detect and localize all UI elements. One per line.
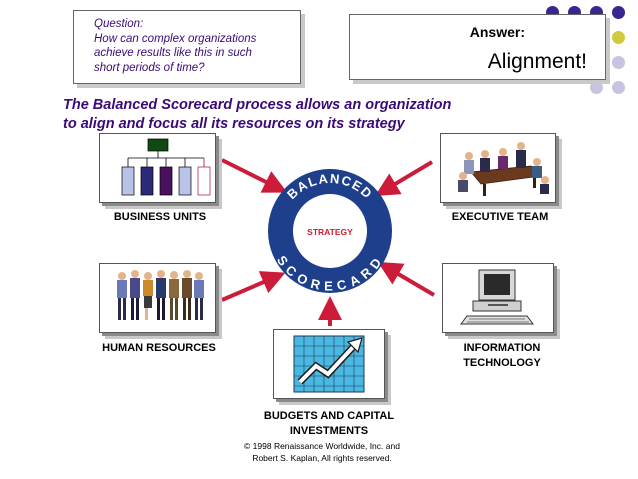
arrow-business-units <box>221 158 288 193</box>
budgets-card <box>273 329 385 399</box>
dot <box>612 6 625 19</box>
question-line: How can complex organizations <box>94 32 257 45</box>
dot <box>612 81 625 94</box>
arrow-human-resources <box>221 271 286 302</box>
arrow-executive-team <box>374 160 434 197</box>
information-technology-caption: INFORMATION TECHNOLOGY <box>432 341 572 371</box>
dot <box>590 81 603 94</box>
caption-line: TECHNOLOGY <box>463 357 541 369</box>
copyright-notice: © 1998 Renaissance Worldwide, Inc. and R… <box>222 440 422 464</box>
answer-box: Answer: Alignment! <box>349 14 606 80</box>
dot <box>612 31 625 44</box>
answer-label: Answer: <box>469 24 525 40</box>
executive-team-card <box>440 133 556 203</box>
caption-line: INFORMATION <box>463 342 541 354</box>
question-box: Question: How can complex organizations … <box>73 10 301 84</box>
caption-line: BUDGETS AND CAPITAL <box>263 410 395 422</box>
growth-chart-icon <box>293 335 365 393</box>
balanced-scorecard-ring: BALANCED SCORECARD STRATEGY <box>268 169 392 294</box>
dot <box>612 56 625 69</box>
people-group-icon <box>117 270 204 320</box>
business-units-caption: BUSINESS UNITS <box>113 211 207 223</box>
computer-icon <box>460 269 534 325</box>
budgets-caption: BUDGETS AND CAPITAL INVESTMENTS <box>244 409 414 439</box>
meeting-icon <box>458 142 549 196</box>
intro-line: to align and focus all its resources on … <box>63 115 405 132</box>
intro-line: The Balanced Scorecard process allows an… <box>63 97 452 113</box>
human-resources-caption: HUMAN RESOURCES <box>102 342 216 354</box>
question-line: short periods of time? <box>94 61 205 74</box>
strategy-label: STRATEGY <box>307 227 353 237</box>
information-technology-card <box>442 263 554 333</box>
question-line: achieve results like this in such <box>94 47 252 59</box>
copyright-line: © 1998 Renaissance Worldwide, Inc. and <box>244 441 400 451</box>
arrow-information-technology <box>377 261 436 297</box>
executive-team-caption: EXECUTIVE TEAM <box>451 211 549 223</box>
question-label: Question: <box>94 18 144 30</box>
copyright-line: Robert S. Kaplan, All rights reserved. <box>252 453 392 463</box>
business-units-card <box>99 133 216 203</box>
intro-text: The Balanced Scorecard process allows an… <box>63 96 523 133</box>
org-chart-icon <box>121 138 211 196</box>
answer-value: Alignment! <box>487 50 587 73</box>
caption-line: INVESTMENTS <box>289 425 369 437</box>
human-resources-card <box>99 263 216 333</box>
